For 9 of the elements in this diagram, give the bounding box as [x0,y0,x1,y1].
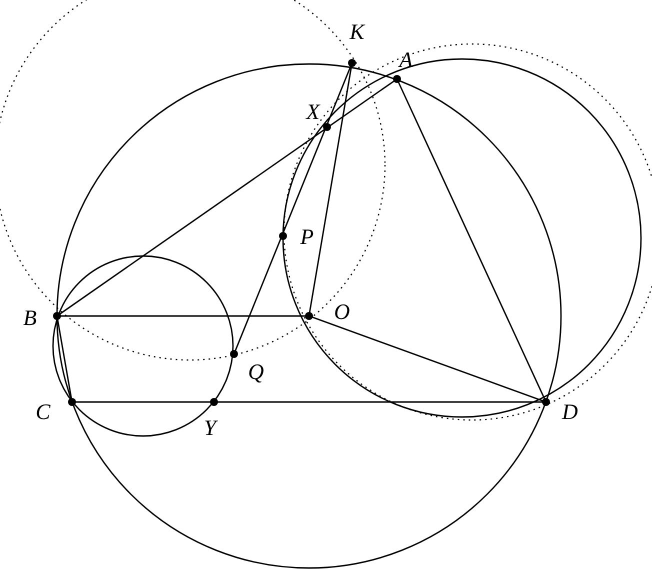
point-label: B [23,307,37,329]
point-label: Q [248,361,264,383]
point-label: P [300,226,314,248]
point-label: K [350,21,364,43]
point-label: Y [204,417,216,439]
point-label: X [306,101,320,123]
point-label: D [562,401,578,423]
point-label: O [334,301,350,323]
point-label: C [36,401,50,423]
